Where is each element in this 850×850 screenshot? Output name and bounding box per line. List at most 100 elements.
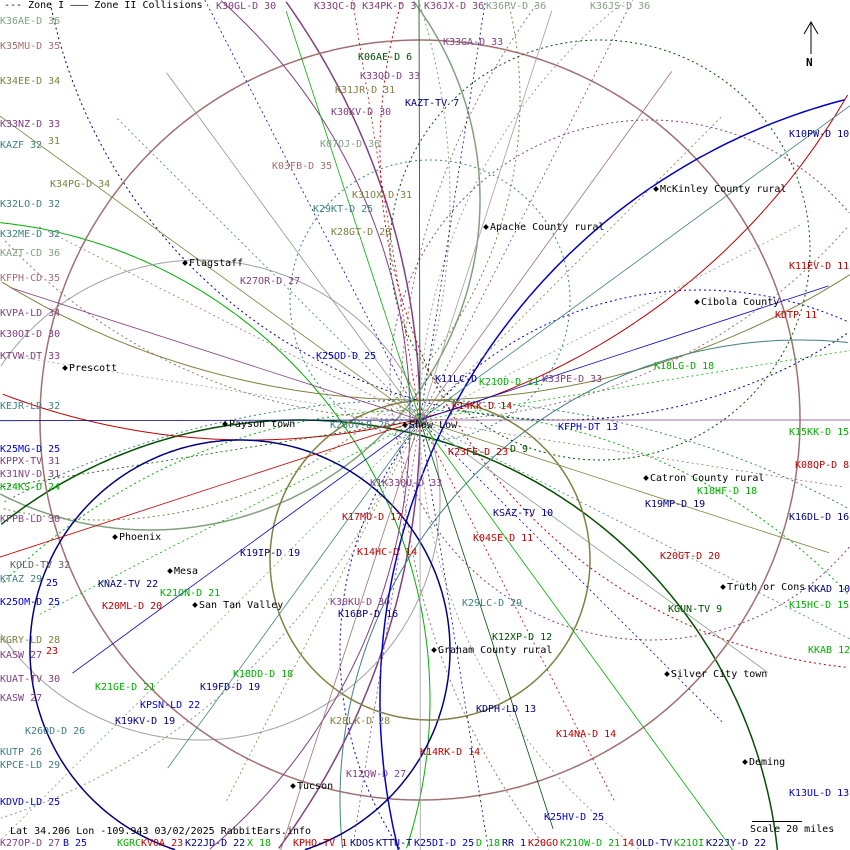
station-label[interactable]: K36PV-D 36 [486,1,547,12]
place-marker[interactable]: Phoenix [112,532,161,544]
station-label[interactable]: K12QW-D 27 [346,769,407,780]
station-label[interactable]: K15KK-D 15 [789,427,850,438]
station-label[interactable]: K25DI-D 25 [414,838,475,849]
station-label[interactable]: K24KS-D 24 [0,482,61,493]
station-label[interactable]: K26OD-D 26 [25,726,86,737]
station-label[interactable]: KAZF 32 [0,140,43,151]
station-label[interactable]: K1K33QU-D 33 [370,478,443,489]
station-label[interactable]: K36AE-D 36 [0,16,61,27]
station-label[interactable]: K19FD-D 19 [200,682,261,693]
station-label[interactable]: KASW 27 [0,650,43,661]
station-label[interactable]: K19MP-D 19 [645,499,706,510]
station-label[interactable]: K34EE-D 34 [0,76,61,87]
station-label[interactable]: K08QP-D 8 [795,460,850,471]
station-label[interactable]: K25MG-D 25 [0,444,61,455]
station-label[interactable]: B 25 [63,838,88,849]
station-label[interactable]: K20ML-D 20 [102,601,163,612]
station-label[interactable]: K26OV-D 26 [330,420,391,431]
station-label[interactable]: KPPX-TV 31 [0,456,61,467]
station-label[interactable]: K16BP-D 16 [338,609,399,620]
station-label[interactable]: K29LC-D 29 [462,598,523,609]
station-label[interactable]: K28LK-D 28 [330,716,391,727]
station-label[interactable]: K21GE-D 21 [95,682,156,693]
station-label[interactable]: K33GA-D 33 [443,37,504,48]
station-label[interactable]: KAZT-TV 7 [405,98,460,109]
place-marker[interactable]: McKinley County rural [653,184,786,196]
place-marker[interactable]: Graham County rural [431,645,552,657]
station-label[interactable]: K32ME-D 32 [0,229,61,240]
station-label[interactable]: X 18 [247,838,272,849]
place-marker[interactable]: Tucson [290,781,333,793]
station-label[interactable]: K14RK-D 14 [420,747,481,758]
station-label[interactable]: K20GO [528,838,559,849]
station-label[interactable]: D 18 [476,838,501,849]
station-label[interactable]: K25OM-D 25 [0,597,61,608]
station-label[interactable]: KFPB-LD 30 [0,514,61,525]
station-label[interactable]: RR 1 [502,838,527,849]
station-label[interactable]: K35MU-D 35 [0,41,61,52]
station-label[interactable]: KDTP 11 [775,310,818,321]
station-label[interactable]: K33PE-D 33 [542,374,603,385]
station-label[interactable]: K30OI-D 30 [0,329,61,340]
station-label[interactable]: K31OX-D 31 [352,190,413,201]
station-label[interactable]: K25OD-D 25 [316,351,377,362]
station-label[interactable]: K32LO-D 32 [0,199,61,210]
station-label[interactable]: K22JD-D 22 [185,838,246,849]
station-label[interactable]: K23FE-D 23 [448,447,509,458]
station-label[interactable]: K22JY-D 22 [706,838,767,849]
station-label[interactable]: K28GT-D 28 [331,227,392,238]
station-label[interactable]: K36JS-D 36 [590,1,651,12]
station-label[interactable]: K21OW-D 21 [560,838,621,849]
station-label[interactable]: KTAZ 29 [0,574,43,585]
station-label[interactable]: K10PW-D 10 [789,129,850,140]
station-label[interactable]: K29KT-D 25 [313,204,374,215]
place-marker[interactable]: Show Low [402,420,457,432]
station-label[interactable]: KDVD-LD 25 [0,797,61,808]
station-label[interactable]: KVOA 23 [141,838,184,849]
station-label[interactable]: KNAZ-TV 22 [98,579,159,590]
place-marker[interactable]: Deming [742,757,785,769]
station-label[interactable]: KFPH-DT 13 [558,422,619,433]
station-label[interactable]: K30KU-D 30 [330,597,391,608]
station-label[interactable]: K07OJ-D 36 [320,139,381,150]
station-label[interactable]: K27OR-D 27 [240,276,301,287]
station-label[interactable]: K12XP-D 12 [492,632,553,643]
station-label[interactable]: K20GT-D 20 [660,551,721,562]
station-label[interactable]: K27OP-D 27 [0,838,61,849]
station-label[interactable]: KTTU-T [376,838,413,849]
station-label[interactable]: KDPH-LD 13 [476,704,537,715]
station-label[interactable]: KGRY-LD 28 [0,635,61,646]
station-label[interactable]: KKAD 10 [808,584,850,595]
station-label[interactable]: 23 [46,646,59,657]
station-label[interactable]: K30KV-D 30 [331,107,392,118]
station-label[interactable]: KUTP 26 [0,747,43,758]
station-label[interactable]: K03FB-D 35 [272,161,333,172]
station-label[interactable]: K21OD-D 21 [479,377,540,388]
station-label[interactable]: KGUN-TV 9 [668,604,723,615]
station-label[interactable]: K33QC-D K34PK-D 3 [314,1,417,12]
station-label[interactable]: K13UL-D 13 [789,788,850,799]
station-label[interactable]: KUAT-TV 30 [0,674,61,685]
station-label[interactable]: KTVW-DT 33 [0,351,61,362]
place-marker[interactable]: Silver City town [664,669,767,681]
place-marker[interactable]: San Tan Valley [192,600,283,612]
station-label[interactable]: K06AE-D 6 [358,52,413,63]
place-marker[interactable]: Cibola County [694,297,779,309]
place-marker[interactable]: Apache County rural [483,222,604,234]
place-marker[interactable]: Payson town [222,419,295,431]
station-label[interactable]: K11EV-D 11 [789,261,850,272]
station-label[interactable]: KDOS [350,838,375,849]
station-label[interactable]: K18HF-D 18 [697,486,758,497]
station-label[interactable]: K15HC-D 15 [789,600,850,611]
station-label[interactable]: K34PG-D 34 [50,179,111,190]
station-label[interactable]: 31 [48,136,61,147]
station-label[interactable]: KASW 27 [0,693,43,704]
station-label[interactable]: KPHO-TV 1 [293,838,348,849]
station-label[interactable]: KOLD-TV 32 [10,560,71,571]
station-label[interactable]: 14 [622,838,635,849]
station-label[interactable]: KSAZ-TV 10 [493,508,554,519]
station-label[interactable]: K31JR-D 31 [335,85,396,96]
place-marker[interactable]: Prescott [62,363,117,375]
station-label[interactable]: 25 [46,578,59,589]
